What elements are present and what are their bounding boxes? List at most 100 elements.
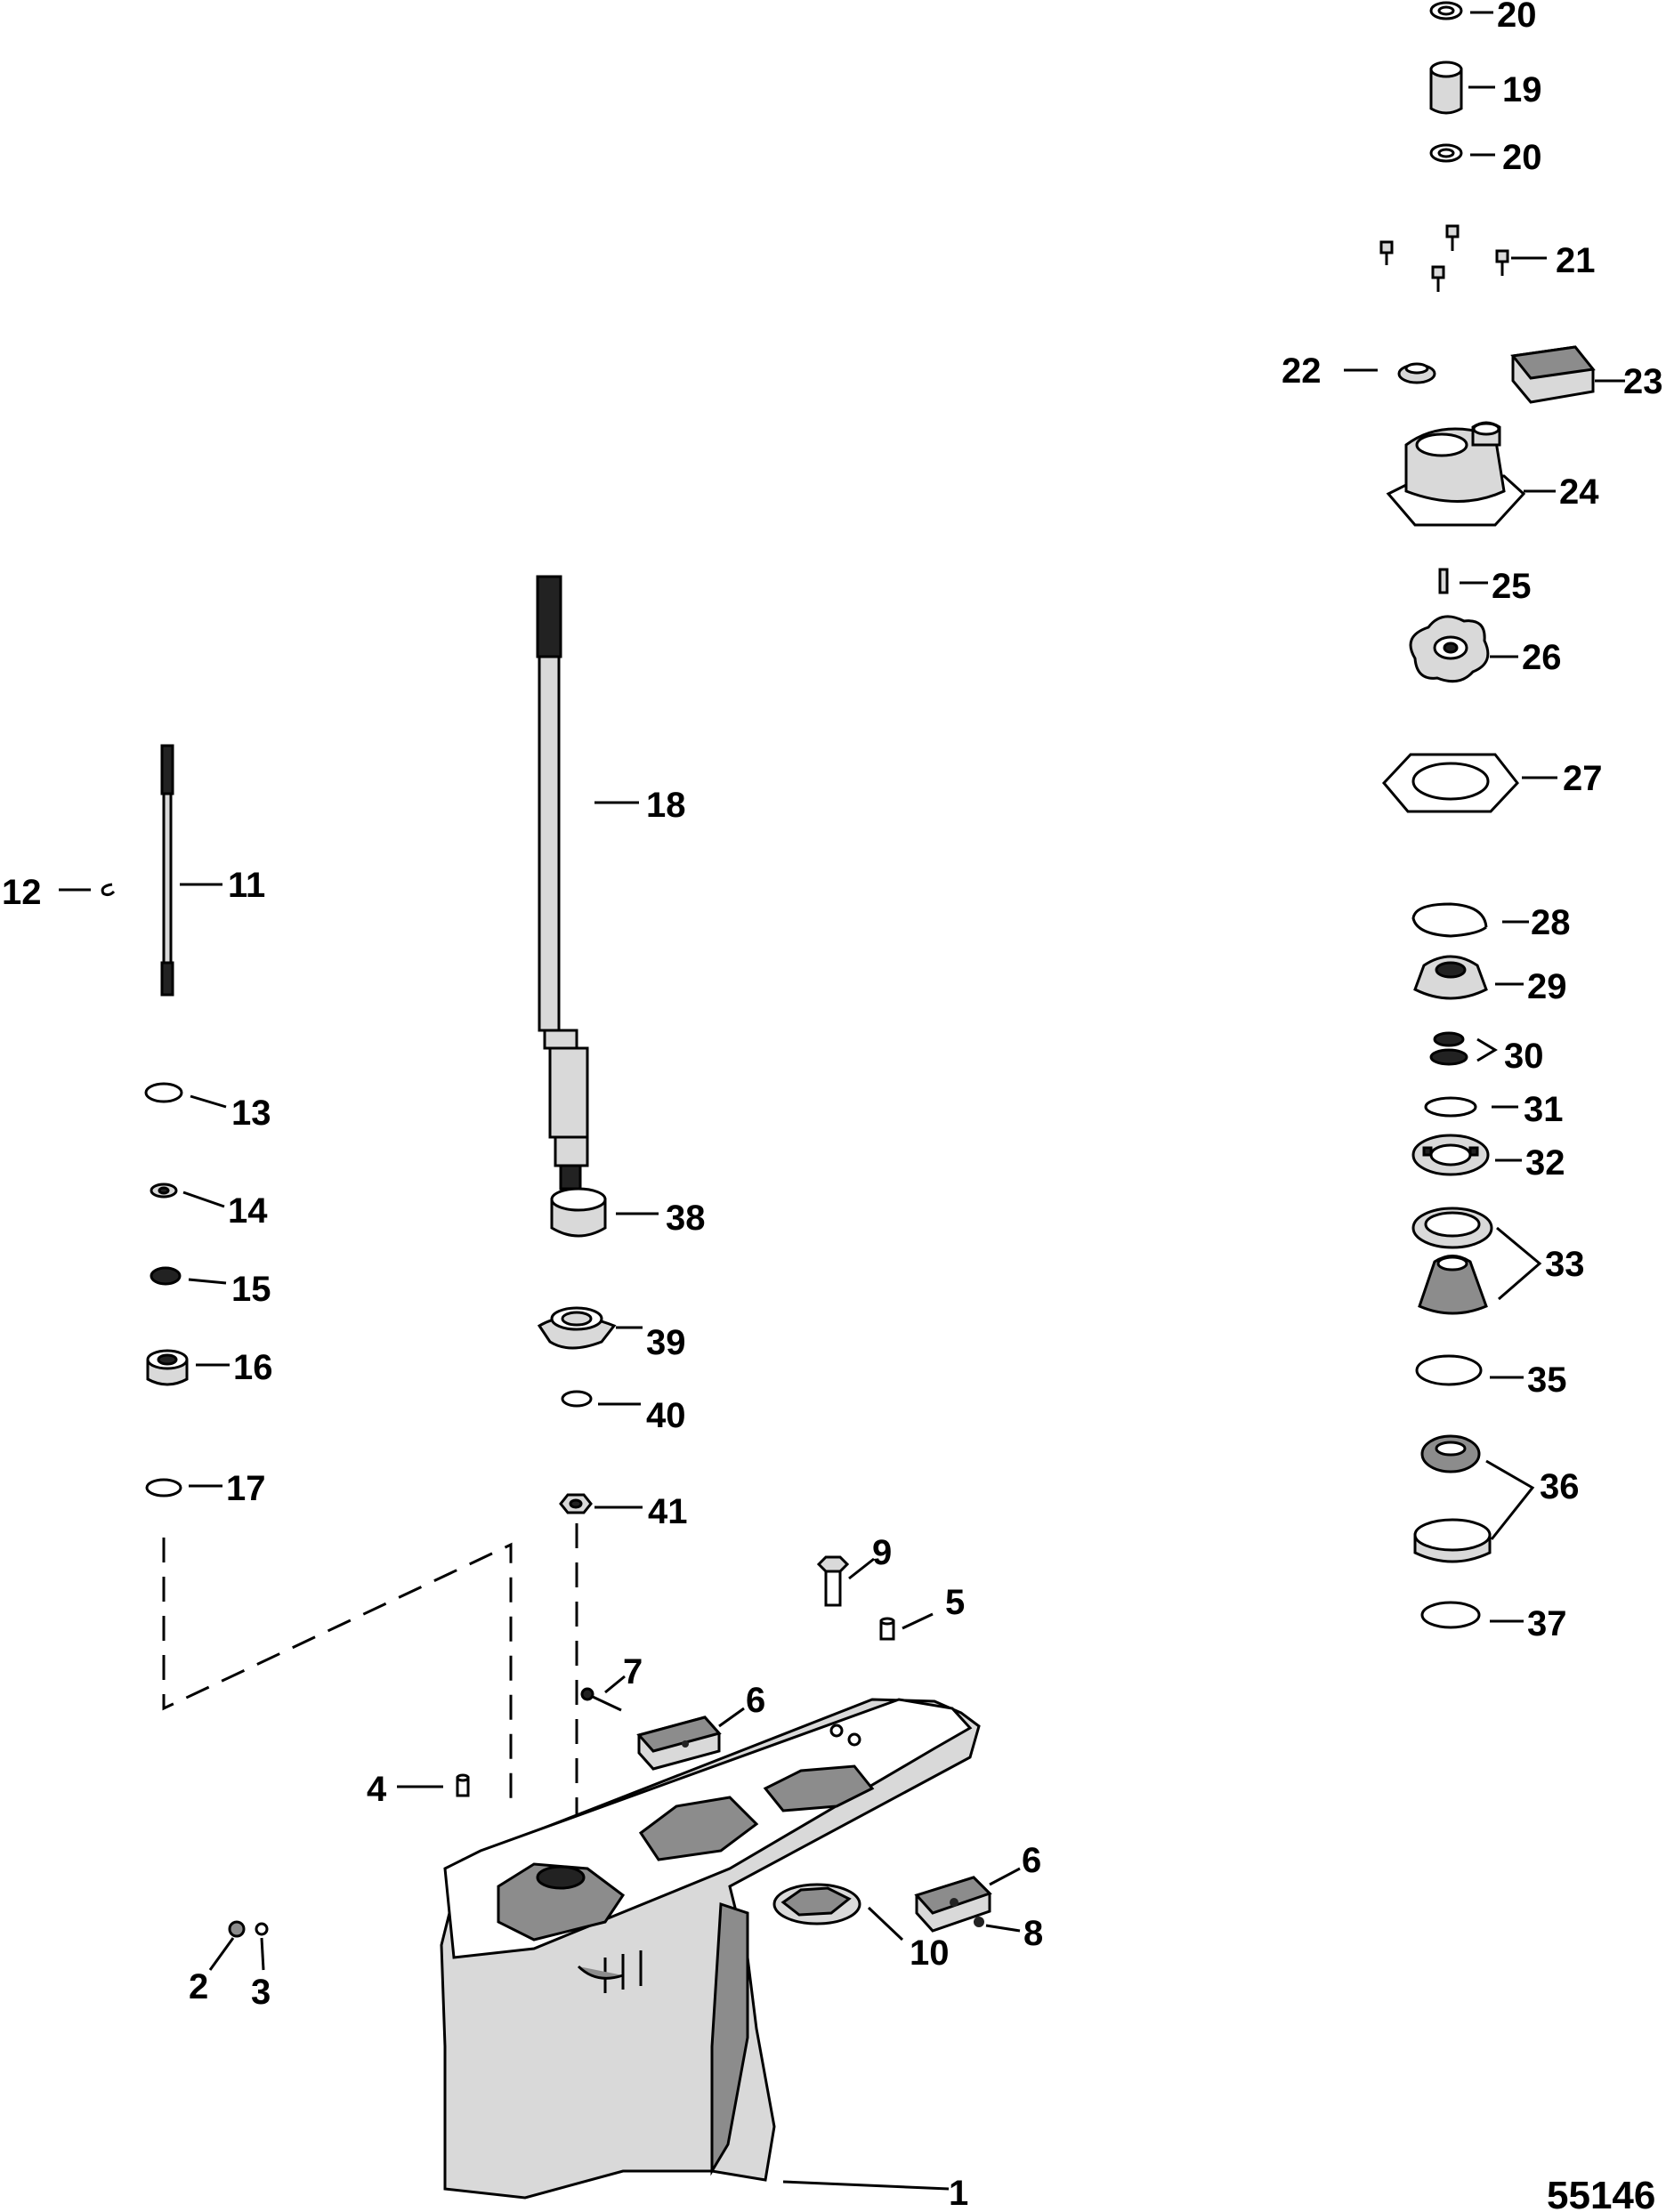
callout-41: 41: [648, 1492, 688, 1531]
callout-9: 9: [872, 1533, 892, 1572]
part-23-insert: [1510, 345, 1596, 404]
part-7-screw: [580, 1687, 622, 1712]
part-14-washer: [150, 1183, 178, 1199]
part-33-bearing-cone: [1418, 1255, 1488, 1315]
callout-27: 27: [1563, 759, 1603, 798]
callout-32: 32: [1525, 1143, 1565, 1183]
callout-21: 21: [1556, 241, 1596, 280]
part-36-bearing-cup: [1413, 1518, 1492, 1563]
part-6-anode-lower: [914, 1876, 992, 1933]
callout-12: 12: [2, 873, 42, 912]
callout-17: 17: [226, 1469, 266, 1508]
callout-16: 16: [233, 1348, 273, 1387]
callout-22: 22: [1282, 351, 1322, 391]
part-41-nut: [559, 1493, 593, 1514]
callout-18: 18: [646, 786, 686, 825]
part-17-o-ring: [145, 1478, 182, 1498]
callout-6-upper: 6: [746, 1681, 765, 1720]
callout-5: 5: [945, 1583, 965, 1622]
leader-6-upper: [718, 1707, 745, 1728]
callout-4: 4: [367, 1770, 387, 1809]
part-15-seal: [150, 1266, 182, 1286]
callout-37: 37: [1527, 1604, 1567, 1643]
callout-29: 29: [1527, 967, 1567, 1006]
callout-19: 19: [1502, 70, 1542, 109]
leader-15: [188, 1278, 227, 1285]
leader-13: [190, 1094, 227, 1109]
part-9-screw: [816, 1555, 850, 1607]
part-13-o-ring: [144, 1082, 183, 1103]
callout-26: 26: [1522, 638, 1562, 677]
part-22-grommet: [1397, 362, 1436, 384]
leader-36: [1485, 1459, 1535, 1540]
part-16-bushing: [146, 1349, 189, 1386]
part-36-bearing-cone: [1420, 1434, 1481, 1473]
callout-30: 30: [1504, 1037, 1544, 1076]
callout-13: 13: [231, 1094, 271, 1133]
figure-number: 55146: [1547, 2174, 1655, 2212]
part-19-bushing: [1429, 61, 1463, 115]
callout-25: 25: [1492, 567, 1532, 606]
part-8-screw: [974, 1917, 984, 1927]
assembly-line-shift-shaft: [162, 1538, 513, 1806]
callout-8: 8: [1023, 1914, 1043, 1953]
leader-14: [182, 1191, 225, 1208]
callout-6-lower: 6: [1022, 1841, 1041, 1880]
leader-3: [260, 1937, 265, 1971]
callout-24: 24: [1559, 472, 1599, 512]
part-39-slinger: [537, 1306, 617, 1350]
callout-15: 15: [231, 1270, 271, 1309]
callout-2: 2: [189, 1967, 208, 2006]
callout-35: 35: [1527, 1360, 1567, 1400]
leader-2: [208, 1937, 235, 1971]
part-32-retainer: [1411, 1134, 1490, 1176]
leader-10: [867, 1906, 904, 1942]
part-18-drive-shaft: [536, 575, 589, 1191]
callout-23: 23: [1623, 362, 1663, 401]
callout-36: 36: [1540, 1467, 1580, 1506]
part-1-gear-housing: [440, 1698, 981, 2200]
leader-9: [848, 1557, 875, 1580]
part-37-o-ring: [1420, 1601, 1481, 1629]
part-24-pump-housing: [1386, 421, 1526, 527]
callout-3: 3: [251, 1973, 271, 2012]
part-2-plug: [228, 1920, 246, 1938]
part-38-bushing: [550, 1187, 607, 1238]
part-27-plate: [1381, 753, 1519, 813]
part-3-washer: [255, 1922, 269, 1936]
part-33-bearing-cup: [1411, 1207, 1493, 1249]
part-30-seals: [1429, 1031, 1468, 1066]
callout-39: 39: [646, 1323, 686, 1362]
leader-5: [902, 1612, 934, 1630]
callout-11: 11: [228, 866, 265, 905]
callout-33: 33: [1545, 1245, 1585, 1284]
leader-8: [985, 1924, 1021, 1933]
part-21-screws: [1379, 224, 1509, 292]
leader-7: [604, 1675, 626, 1694]
leader-33: [1496, 1226, 1542, 1301]
part-12-e-clip: [101, 883, 116, 897]
callout-1: 1: [949, 2174, 968, 2212]
leader-1: [782, 2180, 950, 2191]
part-31-o-ring: [1424, 1096, 1477, 1118]
part-29-seal-carrier: [1413, 955, 1488, 1000]
part-10-trim-tab: [772, 1883, 861, 1925]
part-6-anode-upper: [636, 1716, 722, 1771]
part-4-pin: [456, 1773, 470, 1797]
callout-38: 38: [666, 1199, 706, 1238]
callout-20-top: 20: [1497, 0, 1537, 35]
part-11-shift-shaft: [160, 744, 174, 997]
part-25-key: [1438, 568, 1449, 594]
part-28-retaining-ring: [1411, 902, 1488, 938]
part-35-o-ring: [1415, 1354, 1483, 1386]
part-20-washer-top: [1429, 1, 1463, 20]
part-40-washer: [561, 1390, 593, 1408]
part-26-impeller: [1409, 615, 1490, 683]
callout-20: 20: [1502, 138, 1542, 177]
leader-6-lower: [989, 1867, 1021, 1886]
callout-7: 7: [623, 1652, 643, 1691]
callout-40: 40: [646, 1396, 686, 1435]
part-20-washer: [1429, 143, 1463, 163]
